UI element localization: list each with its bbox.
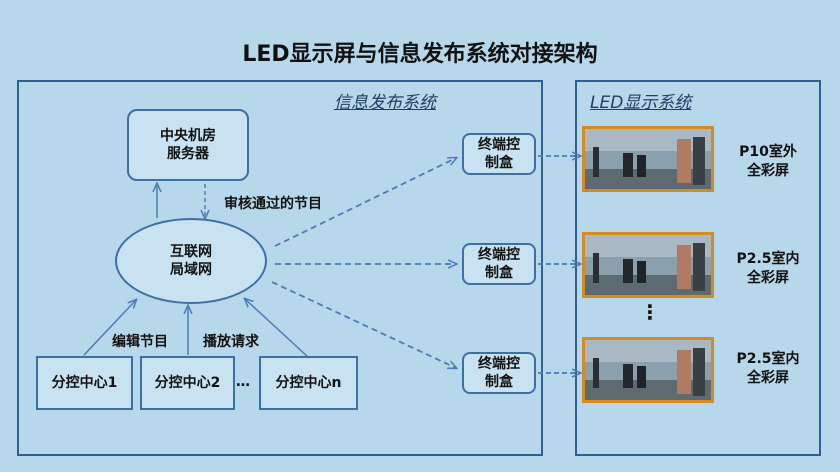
- server-line1: 中央机房: [160, 127, 216, 144]
- led-screen-3-image: [582, 337, 714, 403]
- sub-center-n: 分控中心n: [259, 356, 358, 410]
- sub-center-n-label: 分控中心n: [275, 374, 342, 391]
- lan-line2: 局域网: [170, 262, 212, 278]
- terminal-1-line2: 制盒: [485, 155, 513, 171]
- terminal-box-1: 终端控 制盒: [462, 133, 536, 175]
- led-screen-3-label: P2.5室内 全彩屏: [722, 350, 814, 388]
- lan-to-terminal3-arrow: [271, 281, 456, 368]
- sub-center-1-label: 分控中心1: [51, 374, 118, 391]
- terminal-3-line2: 制盒: [485, 374, 513, 390]
- screen-photo-2: [585, 235, 711, 295]
- screen-3-line2: 全彩屏: [747, 369, 789, 386]
- internet-lan-ellipse: 互联网 局域网: [115, 218, 267, 304]
- play-request-label: 播放请求: [203, 334, 259, 350]
- lan-to-terminal1-arrow: [274, 158, 456, 247]
- terminal-2-line2: 制盒: [485, 265, 513, 281]
- screen-1-line1: P10室外: [739, 144, 797, 160]
- led-screen-2-image: [582, 232, 714, 298]
- sub-center-2: 分控中心2: [140, 356, 235, 410]
- screen-photo-1: [585, 129, 711, 189]
- sub-center-2-label: 分控中心2: [154, 374, 221, 391]
- center1-to-lan-arrow: [83, 300, 136, 356]
- central-server-box: 中央机房 服务器: [127, 109, 249, 181]
- screen-2-line2: 全彩屏: [747, 269, 789, 286]
- led-screen-1-label: P10室外 全彩屏: [722, 143, 814, 181]
- info-system-panel: [17, 80, 543, 456]
- approved-programs-label: 审核通过的节目: [224, 196, 322, 212]
- sub-center-1: 分控中心1: [36, 356, 133, 410]
- terminal-3-line1: 终端控: [478, 355, 520, 372]
- led-system-label: LED显示系统: [590, 93, 692, 113]
- screen-ellipsis: ⋮: [640, 300, 660, 324]
- info-system-label: 信息发布系统: [334, 93, 436, 113]
- screen-1-line2: 全彩屏: [747, 162, 789, 179]
- terminal-box-2: 终端控 制盒: [462, 243, 536, 285]
- server-line2: 服务器: [167, 146, 209, 162]
- terminal-2-line1: 终端控: [478, 246, 520, 263]
- sub-center-ellipsis: …: [236, 374, 250, 390]
- screen-photo-3: [585, 340, 711, 400]
- centern-to-lan-arrow: [245, 299, 309, 358]
- screen-3-line1: P2.5室内: [736, 351, 800, 367]
- screen-2-line1: P2.5室内: [736, 251, 800, 267]
- lan-line1: 互联网: [170, 243, 212, 260]
- led-screen-2-label: P2.5室内 全彩屏: [722, 250, 814, 288]
- terminal-1-line1: 终端控: [478, 136, 520, 153]
- terminal-box-3: 终端控 制盒: [462, 352, 536, 394]
- page-title: LED显示屏与信息发布系统对接架构: [242, 42, 598, 67]
- edit-program-label: 编辑节目: [112, 334, 168, 350]
- led-screen-1-image: [582, 126, 714, 192]
